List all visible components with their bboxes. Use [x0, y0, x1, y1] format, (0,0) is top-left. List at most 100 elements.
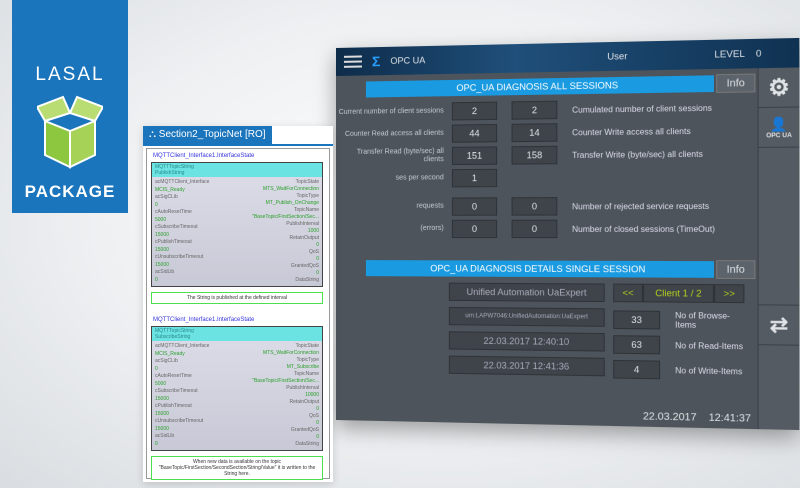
all-sessions-title: OPC_UA DIAGNOSIS ALL SESSIONS: [366, 75, 714, 97]
block-output: PublishInterval: [286, 385, 319, 391]
block-input: 15000: [155, 262, 169, 268]
single-session-info-button[interactable]: Info: [716, 260, 755, 279]
block-input: 15000: [155, 232, 169, 238]
gear-icon: ⚙: [768, 73, 790, 101]
prev-client-button[interactable]: <<: [613, 284, 643, 303]
block-header: MQTTTopicStringSubscribeString: [152, 327, 322, 341]
block-output: MTS_WaitForConnection: [263, 186, 319, 192]
block-input: MCIS_Ready: [155, 187, 185, 193]
row-value-1: 2: [452, 102, 497, 121]
level-value: 0: [756, 48, 761, 59]
block-output: MT_Publish_OnChange: [266, 200, 319, 206]
block-output: 10000: [305, 392, 319, 398]
item-label: No of Read-Items: [675, 341, 751, 351]
block-input: acSigCLib: [155, 194, 178, 200]
row-value-2: 14: [512, 123, 558, 142]
function-block[interactable]: MQTTTopicStringPublishString acMQTTClient…: [151, 162, 323, 287]
block-output: PublishInterval: [286, 221, 319, 227]
menu-icon[interactable]: [344, 55, 362, 67]
hmi-header: Σ OPC UA User LEVEL 0: [336, 38, 799, 76]
input-variable-label: MQTTClient_Interface1.InterfaceState: [153, 317, 254, 323]
session-item-row: 63No of Read-Items: [613, 335, 751, 355]
opc-ua-user-button[interactable]: 👤OPC UA: [759, 108, 800, 148]
item-value: 4: [613, 360, 660, 379]
block-output: DataString: [295, 277, 319, 283]
block-output: TopicType: [296, 193, 319, 199]
block-input: 15000: [155, 411, 169, 417]
status-time: 12:41:37: [709, 412, 751, 424]
block-output: GrantedQoS: [291, 263, 319, 269]
block-output: 1000: [308, 228, 319, 234]
diagnosis-row: requests 0 0 Number of rejected service …: [336, 196, 749, 216]
note-subscribe: When new data is available on the topic …: [151, 456, 323, 480]
block-input: acSidLib: [155, 269, 174, 275]
block-input: acMQTTClient_Interface: [155, 179, 209, 185]
block-output: TopicType: [296, 357, 319, 363]
logo-text-lasal: LASAL: [12, 64, 128, 86]
user-label[interactable]: User: [607, 49, 703, 61]
diagnosis-row: ses per second 1: [336, 167, 749, 188]
row-value-1: 151: [452, 146, 497, 165]
block-output: DataString: [295, 441, 319, 447]
block-output: GrantedQoS: [291, 427, 319, 433]
opc-ua-side-label: OPC UA: [766, 132, 792, 139]
diagnosis-row: Counter Read access all clients 44 14 Co…: [336, 121, 749, 144]
block-input: acSigCLib: [155, 358, 178, 364]
next-client-button[interactable]: >>: [714, 284, 744, 303]
level-label: LEVEL: [714, 49, 744, 60]
block-input: cSubscribeTimeout: [155, 224, 198, 230]
block-input: cUnsubscribeTimeout: [155, 254, 203, 260]
block-output: 0: [316, 270, 319, 276]
row-right-label: Number of rejected service requests: [572, 201, 749, 211]
session-item-row: 4No of Write-Items: [613, 360, 751, 381]
row-value-1: 0: [452, 197, 497, 215]
row-left-label: Current number of client sessions: [336, 107, 452, 117]
block-input: 0: [155, 202, 158, 208]
row-right-label: Number of closed sessions (TimeOut): [572, 224, 749, 233]
diagnosis-row: (errors) 0 0 Number of closed sessions (…: [336, 219, 749, 238]
block-input: 15000: [155, 247, 169, 253]
block-output: TopicState: [296, 343, 319, 349]
block-output: QoS: [309, 249, 319, 255]
logo-text-package: PACKAGE: [12, 182, 128, 202]
block-input: 15000: [155, 396, 169, 402]
settings-button[interactable]: ⚙: [759, 67, 800, 108]
row-value-1: 1: [452, 169, 497, 188]
switch-button[interactable]: ⇄: [759, 305, 800, 345]
network-icon: ⛬: [149, 129, 159, 140]
item-value: 33: [613, 310, 660, 329]
swap-arrows-icon: ⇄: [770, 312, 788, 338]
block-input: 0: [155, 277, 158, 283]
diagnosis-row: Transfer Read (byte/sec) all clients 151…: [336, 144, 749, 166]
block-subtitle: PublishString: [155, 170, 319, 176]
block-subtitle: SubscribeString: [155, 334, 319, 340]
block-output: RetainOutput: [290, 399, 319, 405]
function-block[interactable]: MQTTTopicStringSubscribeStringacMQTTClie…: [151, 326, 323, 451]
block-output: MT_Subscribe: [287, 364, 319, 370]
session-last-field: 22.03.2017 12:41:36: [449, 356, 605, 377]
app-uri-field: urn:LAPW7046:UnifiedAutomation:UaExpert: [449, 307, 605, 327]
block-input: cAutoResetTime: [155, 373, 192, 379]
row-value-2: 0: [512, 220, 558, 238]
row-right-label: Cumulated number of client sessions: [572, 102, 749, 114]
block-input: 5000: [155, 381, 166, 387]
block-output: 0: [316, 434, 319, 440]
lasal-package-logo: LASAL PACKAGE: [12, 0, 128, 213]
row-right-label: [572, 176, 749, 177]
all-sessions-info-button[interactable]: Info: [716, 74, 755, 93]
block-header: MQTTTopicStringPublishString: [152, 163, 322, 177]
block-input: acSidLib: [155, 433, 174, 439]
block-output: TopicName: [294, 371, 319, 377]
tab-section2-topicnet[interactable]: ⛬ Section2_TopicNet [RO]: [143, 126, 272, 144]
block-output: 0: [316, 406, 319, 412]
opc-ua-hmi-panel: Σ OPC UA User LEVEL 0 OPC_UA DIAGNOSIS A…: [336, 38, 799, 430]
block-input: cUnsubscribeTimeout: [155, 418, 203, 424]
item-label: No of Browse-Items: [675, 311, 751, 331]
row-value-2: 158: [512, 146, 558, 165]
single-session-title: OPC_UA DIAGNOSIS DETAILS SINGLE SESSION: [366, 260, 714, 278]
sidebar-spacer: [759, 148, 800, 306]
tab-label: Section2_TopicNet [RO]: [159, 129, 266, 140]
block-input: 0: [155, 441, 158, 447]
block-input: 5000: [155, 217, 166, 223]
row-left-label: ses per second: [336, 174, 452, 183]
